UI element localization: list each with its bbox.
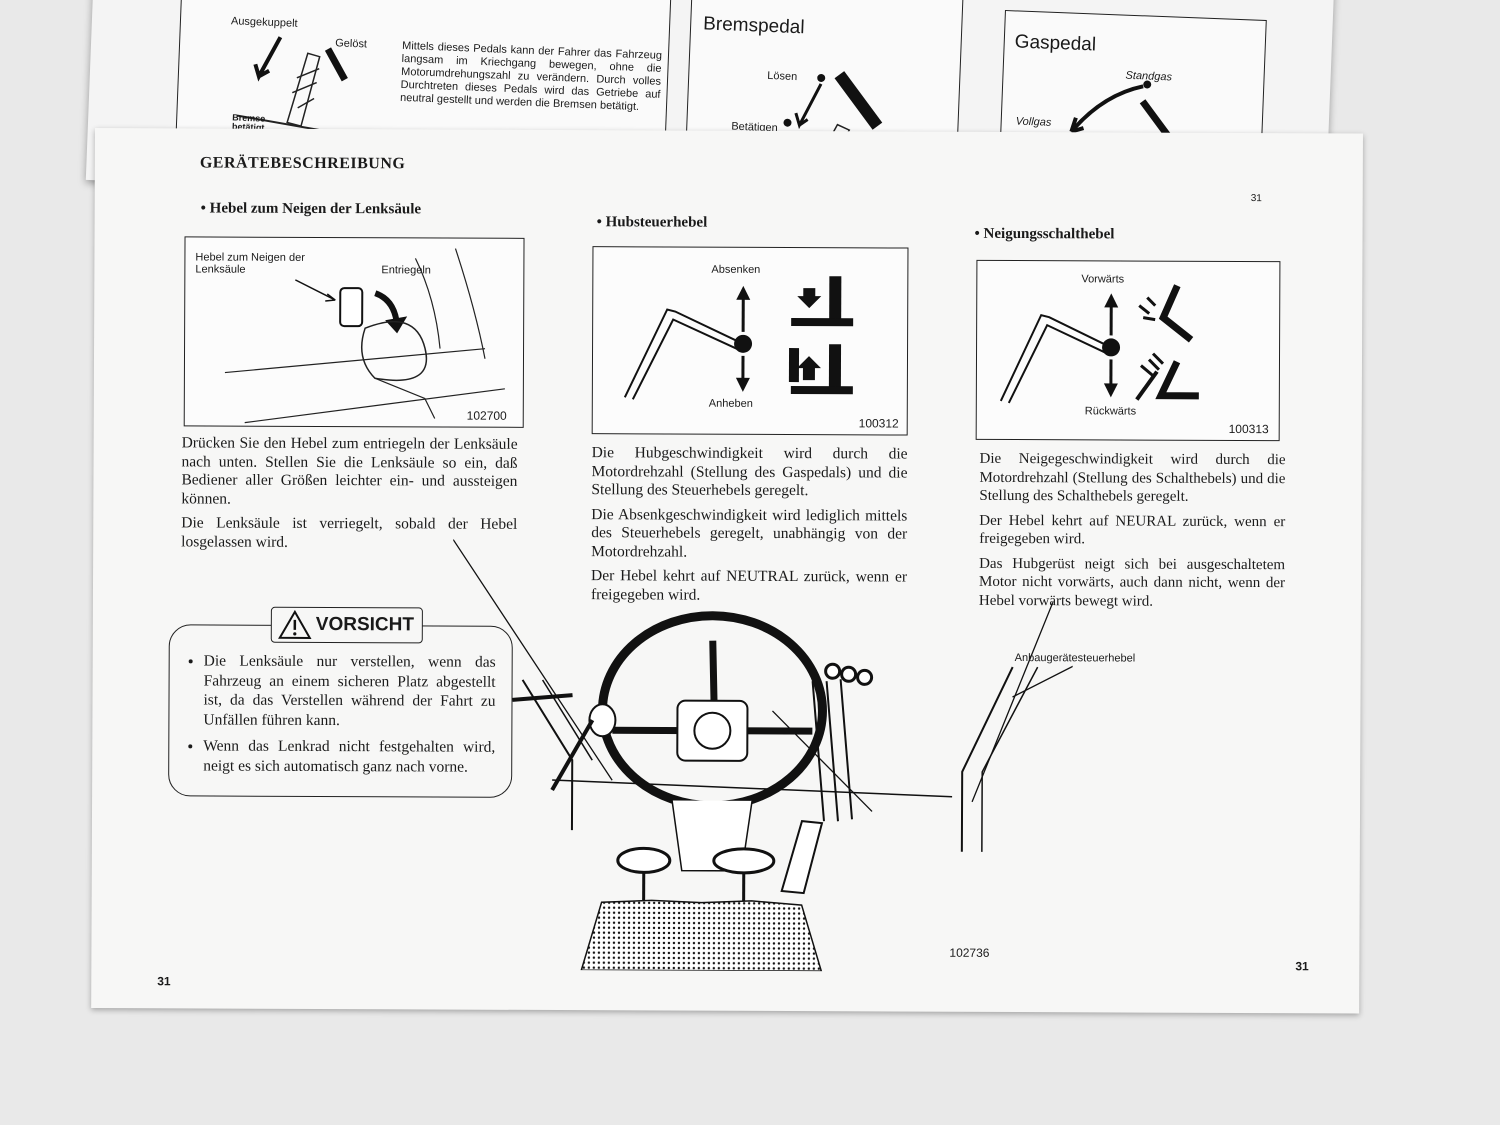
- back-page-number: 31: [1250, 193, 1262, 205]
- subtitle-steering-column-lever: • Hebel zum Neigen der Lenksäule: [200, 200, 422, 218]
- pedal-description: Mittels dieses Pedals kann der Fahrer da…: [399, 39, 663, 114]
- col3-paragraph-1: Die Neigegeschwindigkeit wird durch die …: [979, 450, 1286, 505]
- section-heading: GERÄTEBESCHREIBUNG: [199, 154, 406, 173]
- caution-title: VORSICHT: [270, 606, 424, 644]
- subtitle-tilt-lever-text: Neigungsschalthebel: [983, 225, 1115, 243]
- tilt-lever-illustration: [999, 284, 1199, 404]
- page-number-right: 31: [1295, 959, 1309, 974]
- col1-paragraph-1: Drücken Sie den Hebel zum entriegeln der…: [181, 434, 518, 508]
- subtitle-tilt-lever: • Neigungsschalthebel: [974, 225, 1115, 243]
- cockpit-illustration: [452, 539, 1074, 972]
- subtitle-lift-lever-text: Hubsteuerhebel: [605, 214, 708, 231]
- fig-number-102700: 102700: [466, 408, 507, 423]
- gas-pedal-title: Gaspedal: [1014, 31, 1097, 56]
- fig-number-102736: 102736: [949, 945, 990, 960]
- lift-lever-illustration: [623, 276, 854, 400]
- lift-lever-figure: Absenken Anheben 100312: [591, 246, 909, 436]
- caution-list: Die Lenksäule nur verstellen, wenn das F…: [169, 651, 498, 776]
- manual-page: GERÄTEBESCHREIBUNG • Hebel zum Neigen de…: [91, 128, 1363, 1014]
- col2-paragraph-1: Die Hubgeschwindigkeit wird durch die Mo…: [591, 444, 908, 500]
- warning-triangle-icon: [278, 609, 312, 639]
- brake-pedal-title: Bremspedal: [702, 13, 805, 39]
- subtitle-steering-column-text: Hebel zum Neigen der Lenksäule: [209, 200, 422, 218]
- page-number-left: 31: [157, 974, 171, 989]
- steering-column-figure: Hebel zum Neigen der Lenksäule Entriegel…: [183, 236, 525, 428]
- tilt-lever-figure: Vorwärts Rückwärts 100313: [975, 259, 1281, 442]
- steering-lever-illustration: [224, 248, 505, 424]
- caution-title-text: VORSICHT: [315, 613, 415, 636]
- fig-number-100313: 100313: [1228, 421, 1269, 437]
- label-attachment-lever: Anbaugerätesteuerhebel: [1014, 652, 1136, 665]
- subtitle-lift-lever: • Hubsteuerhebel: [596, 214, 708, 231]
- pedal-label-released: Ausgekuppelt: [230, 15, 298, 30]
- fig-number-100312: 100312: [858, 416, 899, 431]
- pedal-label-loose: Gelöst: [334, 37, 368, 51]
